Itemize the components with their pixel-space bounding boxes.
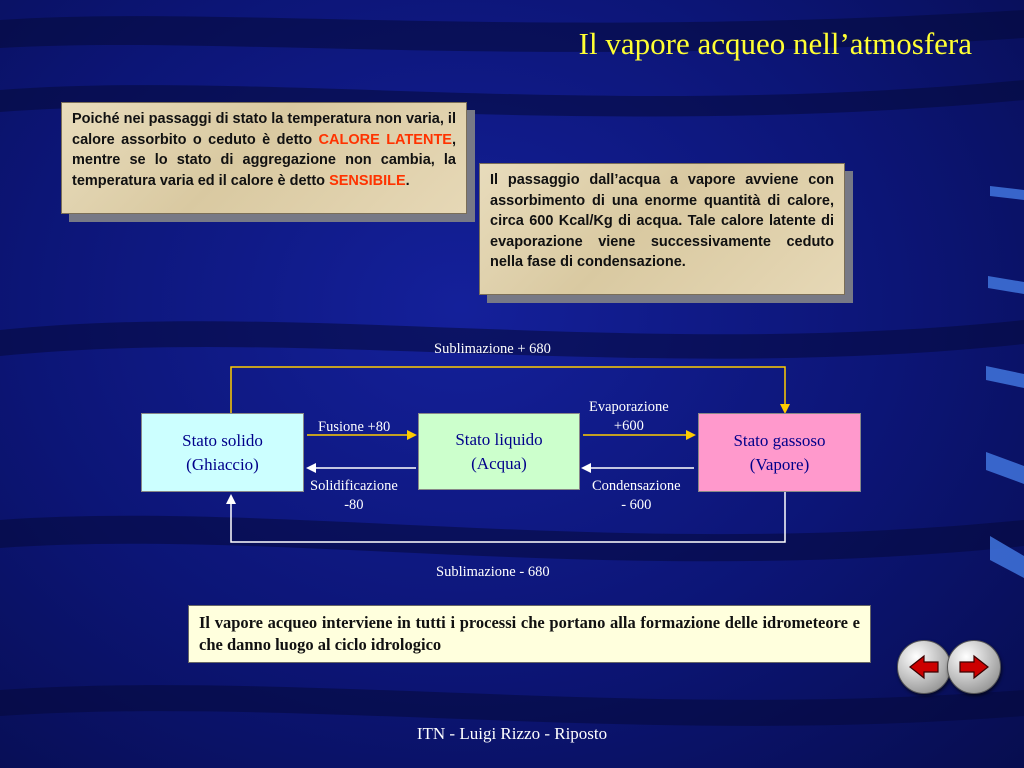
summary-box: Il vapore acqueo interviene in tutti i p… (188, 605, 871, 663)
sublimation-down-arrow (226, 492, 786, 543)
sublimation-down-label: Sublimazione - 680 (436, 564, 550, 580)
note1-text-b: , mentre se lo stato di aggregazione non… (72, 131, 457, 189)
right-arrow-icon (959, 654, 989, 680)
solid-state-box: Stato solido (Ghiaccio) (141, 413, 304, 492)
condensation-label: Condensazione - 600 (592, 477, 681, 515)
sublimation-up-label: Sublimazione + 680 (434, 341, 551, 357)
next-slide-button[interactable] (947, 640, 1001, 694)
gas-state-label: Stato gassoso (733, 430, 826, 450)
condensation-value: - 600 (621, 497, 652, 513)
condensation-name: Condensazione (592, 478, 681, 494)
evaporation-name: Evaporazione (589, 399, 669, 415)
note1-text-a: Poiché nei passaggi di stato la temperat… (72, 111, 456, 148)
solidification-label: Solidificazione -80 (310, 477, 398, 515)
previous-slide-button[interactable] (897, 640, 951, 694)
latent-heat-note: Poiché nei passaggi di stato la temperat… (61, 102, 467, 214)
evaporation-note: Il passaggio dall’acqua a vapore avviene… (479, 163, 845, 295)
note1-text-c: . (405, 172, 410, 189)
gas-state-sublabel: (Vapore) (749, 454, 810, 474)
gas-state-box: Stato gassoso (Vapore) (698, 413, 861, 492)
note2-text: Il passaggio dall’acqua a vapore avviene… (490, 172, 834, 270)
solidification-value: -80 (344, 497, 364, 513)
solidification-name: Solidificazione (310, 478, 398, 494)
evaporation-value: +600 (613, 418, 644, 434)
left-arrow-icon (909, 654, 939, 680)
sublimation-up-arrow (230, 366, 790, 414)
solid-state-label: Stato solido (182, 430, 263, 450)
latent-heat-highlight: CALORE LATENTE (318, 131, 452, 148)
liquid-state-label: Stato liquido (455, 429, 543, 449)
liquid-state-sublabel: (Acqua) (471, 453, 527, 473)
solid-state-sublabel: (Ghiaccio) (186, 454, 259, 474)
evaporation-label: Evaporazione +600 (589, 398, 669, 436)
slide-title: Il vapore acqueo nell’atmosfera (578, 26, 972, 61)
fusion-label: Fusione +80 (318, 419, 391, 435)
liquid-state-box: Stato liquido (Acqua) (418, 413, 580, 490)
sensible-heat-highlight: SENSIBILE (329, 172, 406, 189)
footer-text: ITN - Luigi Rizzo - Riposto (416, 724, 608, 743)
